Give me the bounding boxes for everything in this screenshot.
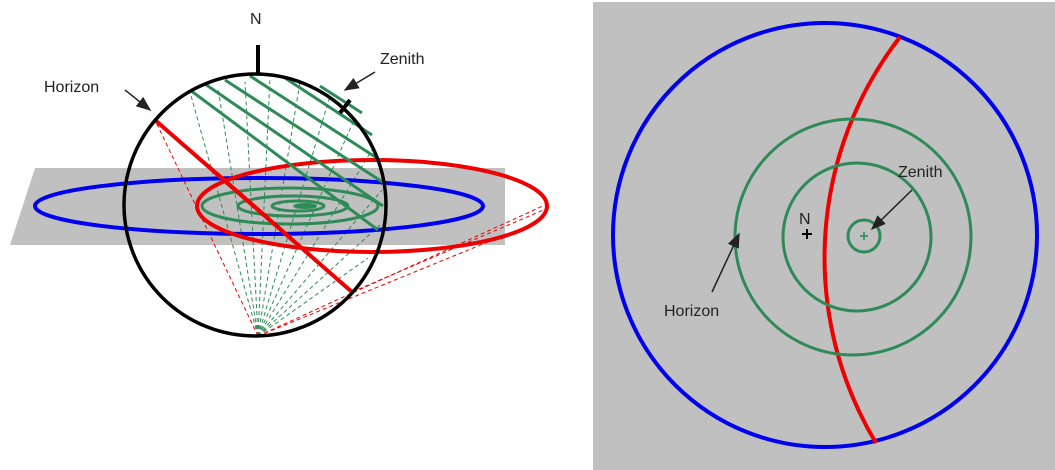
north-cross <box>802 229 812 239</box>
altitude-circle-middle <box>781 161 933 313</box>
sphere-diagram: N Zenith Horizon <box>10 11 549 338</box>
horizon-arc <box>822 35 902 445</box>
sphere-horizon <box>153 118 354 294</box>
projected-altitude-circle-1 <box>200 186 380 226</box>
north-label-right: N <box>799 211 811 228</box>
horizon-label-right: Horizon <box>664 303 719 320</box>
zenith-label: Zenith <box>380 51 424 68</box>
zenith-marker <box>338 98 352 115</box>
horizon-arrow <box>124 89 152 111</box>
horizon-label: Horizon <box>44 79 99 96</box>
north-label: N <box>250 11 262 28</box>
projection-rays-red <box>154 119 549 337</box>
celestial-sphere <box>122 72 388 338</box>
projection-panel: Zenith N Horizon <box>593 2 1055 470</box>
projected-altitude-circle-3 <box>270 199 326 213</box>
horizon-arrow-right <box>711 232 740 293</box>
zenith-label-right: Zenith <box>898 164 942 181</box>
zenith-arrow-right <box>870 189 913 231</box>
outer-circle <box>611 21 1039 449</box>
projected-outer-circle <box>33 176 485 236</box>
altitude-circle-inner <box>846 218 882 254</box>
projected-zenith <box>293 203 317 209</box>
zenith-cross <box>860 232 868 240</box>
zenith-arrow <box>343 71 376 91</box>
projected-horizon-circle <box>195 158 549 254</box>
